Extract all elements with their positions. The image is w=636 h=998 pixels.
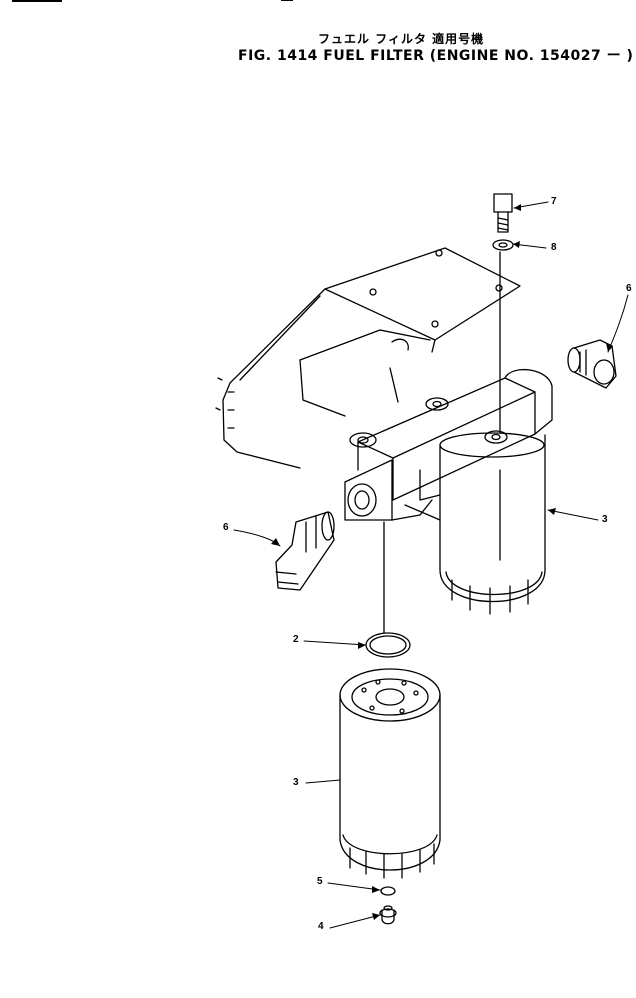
callout-elbow-left: 6 <box>223 522 229 533</box>
mounting-bracket <box>215 247 521 469</box>
callout-gasket: 5 <box>317 876 323 887</box>
filter-cartridge <box>339 668 441 879</box>
elbow-fitting-right <box>567 339 617 389</box>
callout-filter-cartridge: 3 <box>293 777 299 788</box>
callout-elbow-right: 6 <box>626 283 632 294</box>
callout-drain-plug: 4 <box>318 921 324 932</box>
callout-filter-installed: 3 <box>602 514 608 525</box>
installed-filter <box>439 432 546 615</box>
leader-lines <box>233 201 629 929</box>
drain-plug <box>379 905 397 925</box>
elbow-fitting-left <box>275 511 335 591</box>
callout-o-ring: 2 <box>293 634 299 645</box>
o-ring <box>365 632 411 658</box>
header-rule <box>12 0 62 2</box>
figure-title-japanese: フュエル フィルタ 適用号機 <box>318 32 485 46</box>
figure-title: FIG. 1414 FUEL FILTER (ENGINE NO. 154027… <box>238 48 634 64</box>
filter-head <box>344 368 553 521</box>
drain-gasket <box>380 886 396 896</box>
bolt <box>493 193 513 233</box>
callout-bolt: 7 <box>551 196 557 207</box>
header-tick <box>281 0 293 1</box>
washer <box>492 239 514 251</box>
callout-washer: 8 <box>551 242 557 253</box>
leader-arrowheads <box>271 204 613 920</box>
